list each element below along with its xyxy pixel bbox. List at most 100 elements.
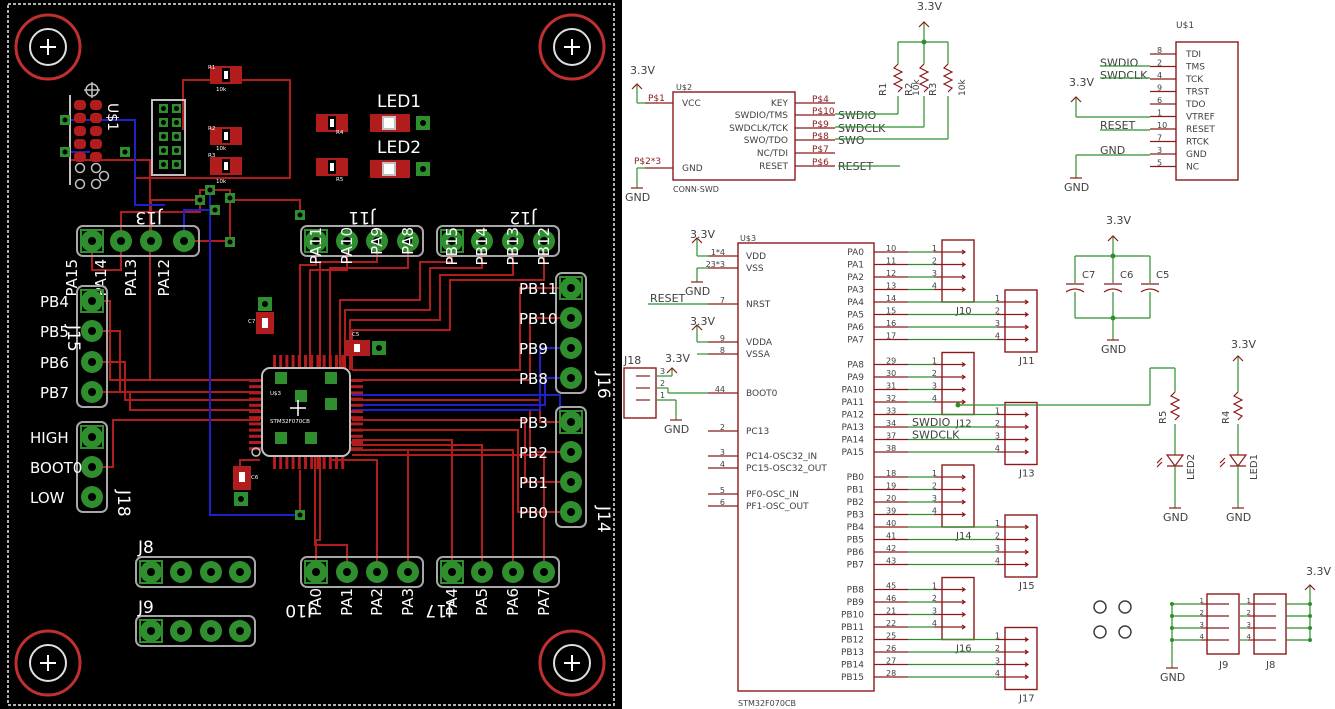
- pin-label-pb6: PB6: [40, 354, 69, 372]
- mcu-pin-pa15: PA15: [842, 448, 864, 458]
- mcu-pin-pb4: PB4: [847, 523, 865, 533]
- connector-pin-tip: [1024, 437, 1030, 442]
- mcu-pin-num: 27: [886, 657, 896, 666]
- connector-pin-num: 1: [932, 469, 937, 478]
- pin-label-pa12: PA12: [155, 259, 173, 296]
- header-pad-hole: [404, 237, 412, 245]
- qfp-pin: [328, 456, 332, 469]
- connector-refdes-j16: J16: [955, 644, 972, 655]
- supply-label: 3.3V: [630, 64, 655, 77]
- qfp-pin: [291, 355, 295, 368]
- connector-pin-num: 4: [932, 507, 937, 516]
- jtag-pin-tms: TMS: [1185, 63, 1205, 73]
- mcu-pin-num: 16: [886, 319, 896, 328]
- jtag-net-swdio: SWDIO: [1100, 57, 1139, 70]
- header-refdes-j16: J16: [593, 371, 613, 399]
- header-pad-hole: [177, 568, 185, 576]
- mcu-net-swdio: SWDIO: [912, 416, 951, 429]
- connector-pin-num: 3: [932, 382, 937, 391]
- swd-pin-reset: RESET: [759, 162, 788, 172]
- via-hole: [227, 239, 233, 245]
- qfp-pin: [322, 456, 326, 469]
- gnd-label: GND: [1226, 511, 1251, 524]
- header-outline: [76, 225, 200, 257]
- swd-pad: [74, 152, 86, 162]
- jtag-pin-tck: TCK: [1185, 75, 1204, 85]
- supply-label: 3.3V: [917, 0, 942, 13]
- header-refdes-j13: J13: [135, 207, 163, 227]
- pin-label-pb11: PB11: [519, 280, 557, 298]
- qfp-pin: [249, 441, 262, 444]
- qfp-pin: [350, 416, 363, 420]
- mcu-pin-pf1-osc-out: PF1-OSC_OUT: [746, 502, 809, 512]
- supply-arrow: [691, 324, 703, 331]
- mcu-pin-pa13: PA13: [842, 423, 864, 433]
- connector-pin-tip: [1024, 549, 1030, 555]
- qfp-pin: [335, 355, 338, 368]
- ic-pad-hole: [174, 134, 179, 139]
- qfp-pin: [249, 385, 262, 389]
- pin-label-pb5: PB5: [40, 323, 69, 341]
- mcu-pin-num: 32: [886, 394, 896, 403]
- schematic-pin-connectors: 1234J101234J111234J121234J131234J141234J…: [908, 239, 1038, 705]
- connector-pin-tip: [961, 387, 967, 392]
- connector-pin-tip: [961, 249, 967, 255]
- mcu-pin-num: 8: [720, 346, 725, 355]
- header-pad-hole: [540, 237, 548, 245]
- connector-pin-tip: [961, 612, 967, 617]
- supply-arrow: [691, 237, 703, 244]
- mcu-pin-num: 10: [886, 244, 896, 253]
- connector-pin-num: 1: [932, 357, 937, 366]
- swd-pad-p-4: P$4: [812, 95, 829, 105]
- connector-pin-num: 2: [995, 419, 1000, 428]
- header-pad-hole: [567, 478, 575, 486]
- swd-pad: [90, 126, 102, 136]
- mcu-pin-pa12: PA12: [842, 411, 864, 421]
- qfp-pin: [285, 355, 289, 368]
- j-pin-num: 3: [1247, 621, 1251, 629]
- header-outline: [555, 272, 587, 394]
- mcu-pin-num: 3: [720, 448, 725, 457]
- board-resistor-r1: [210, 66, 242, 84]
- header-refdes-j9: J9: [137, 598, 154, 618]
- supply-arrow: [1304, 584, 1316, 591]
- header-outline: [555, 406, 587, 528]
- pin-label-pb1: PB1: [519, 474, 548, 492]
- header-pad-hole: [312, 568, 320, 576]
- qfp-pin: [304, 456, 307, 469]
- silk-u-3: U$3: [270, 391, 282, 397]
- mcu-pin-num: 23*3: [706, 260, 725, 269]
- qfp-pin: [322, 355, 326, 368]
- connector-pin-tip: [961, 399, 967, 405]
- pin1-marker: [139, 560, 163, 584]
- qfp-pin: [350, 428, 363, 432]
- qfp-pin: [279, 355, 283, 368]
- connector-pin-num: 4: [932, 619, 937, 628]
- header-refdes-j12: J12: [509, 207, 537, 227]
- connector-pin-tip: [1024, 537, 1030, 542]
- board-cap-c6: [233, 466, 251, 506]
- header-pad-hole: [567, 418, 575, 426]
- qfp-pin: [350, 441, 363, 444]
- mcu-pin-pa9: PA9: [847, 373, 864, 383]
- connector-pin-tip: [1024, 662, 1030, 667]
- ic-pad-hole: [161, 134, 166, 139]
- r5-label: R5: [1158, 411, 1169, 424]
- cap-c7-label: C7: [1082, 270, 1095, 281]
- header-pad-hole: [373, 237, 381, 245]
- mcu-pin-num: 25: [886, 632, 896, 641]
- jtag-pin-tdi: TDI: [1185, 50, 1201, 60]
- connector-pin-tip: [1024, 524, 1030, 530]
- silk-10k: 10k: [216, 179, 227, 185]
- header-pad-hole: [88, 358, 96, 366]
- jtag-pin-rtck: RTCK: [1186, 138, 1210, 148]
- swd-pad: [74, 100, 86, 110]
- supply-label: 3.3V: [1306, 565, 1331, 578]
